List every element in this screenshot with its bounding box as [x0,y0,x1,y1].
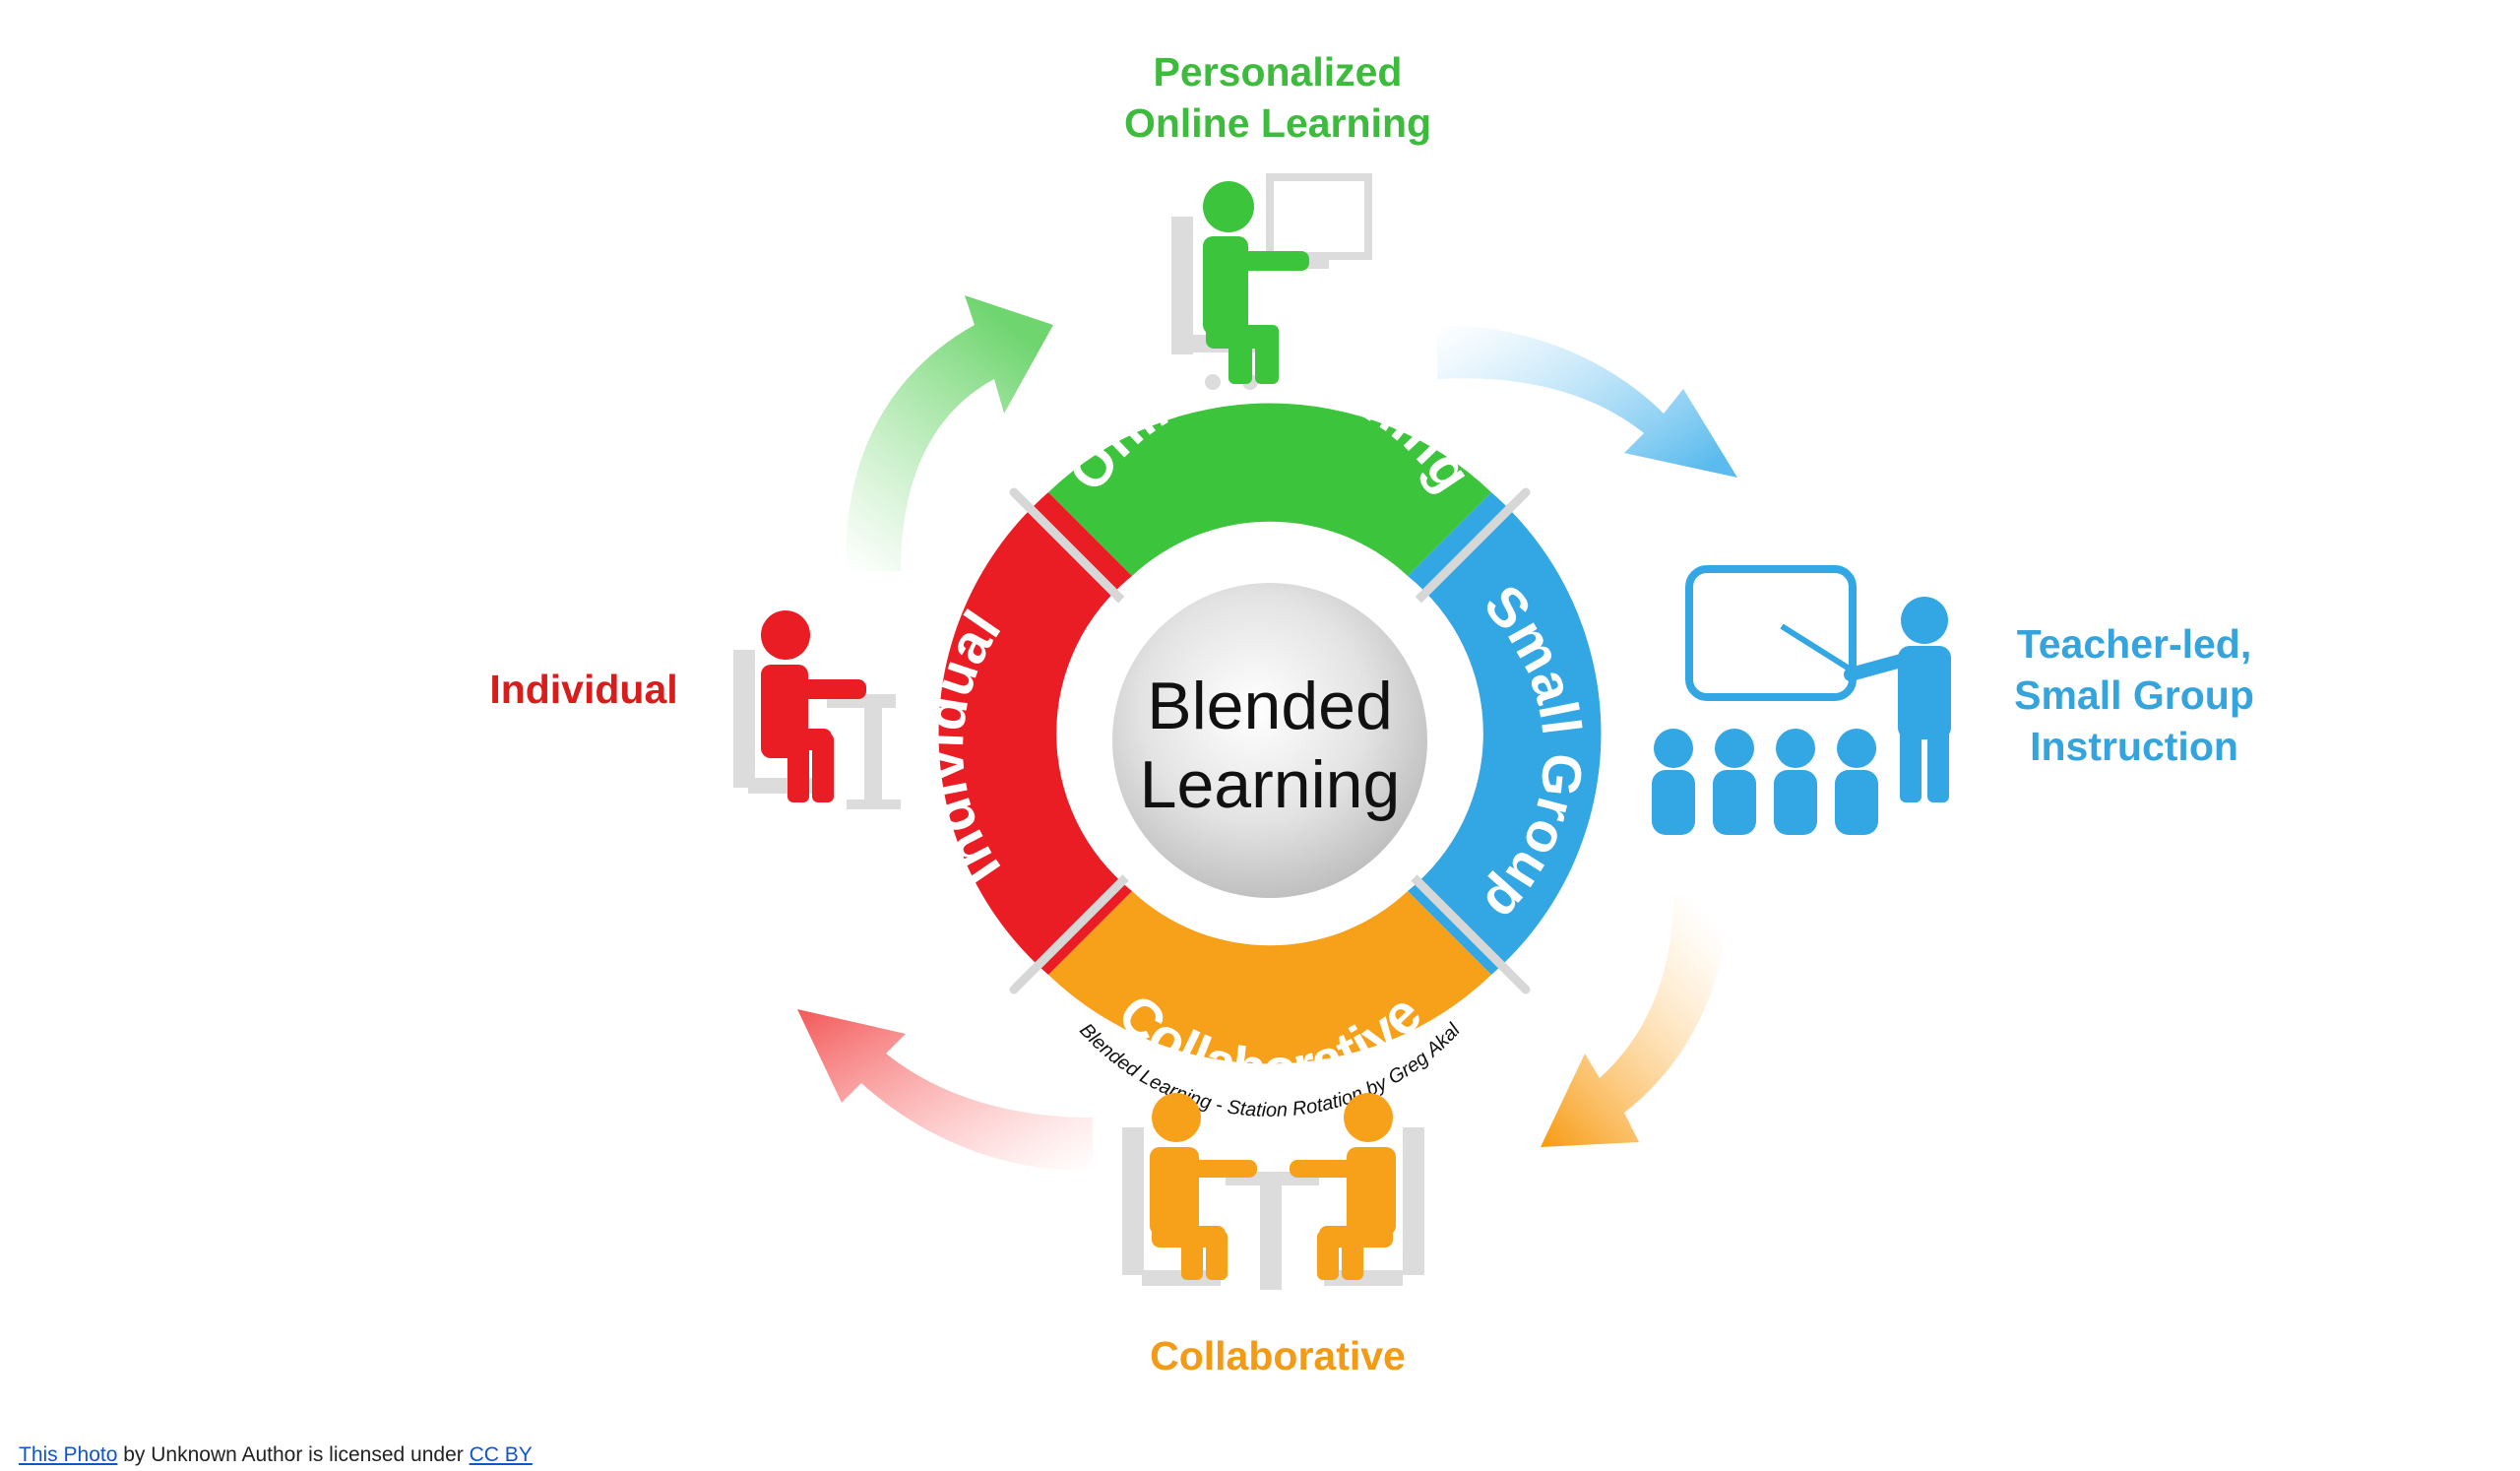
ring-segment-collaborative [1048,891,1491,1064]
ring-dividers [1009,487,1531,994]
computer-learner-icon [1171,173,1372,390]
label-teacher-1: Teacher-led, [2017,621,2252,667]
photo-link[interactable]: This Photo [19,1443,118,1466]
blue-arrow [1437,325,1737,478]
license-link[interactable]: CC BY [469,1443,533,1466]
ring-segment-online [1048,403,1491,576]
green-arrow [846,295,1053,571]
image-credit: This Photo by Unknown Author is licensed… [19,1443,533,1467]
label-teacher-2: Small Group [2014,672,2254,718]
center-line-2: Learning [1140,747,1401,822]
ring [938,403,1602,1064]
label-individual: Individual [489,667,677,712]
collaborative-pair-icon [1122,1093,1424,1290]
label-collaborative: Collaborative [1150,1333,1406,1378]
label-teacher-3: Instruction [2030,724,2238,769]
label-personalized-2: Online Learning [1124,100,1431,146]
teacher-group-icon [1652,565,1951,835]
orange-arrow [1541,896,1728,1147]
center-line-1: Blended [1147,669,1393,743]
ring-segment-small-group [1408,492,1602,975]
ring-segment-individual [938,492,1132,975]
label-personalized-1: Personalized [1154,49,1403,95]
credit-text: by Unknown Author is licensed under [117,1443,470,1466]
individual-desk-icon [733,610,901,809]
cycle-arrows [797,295,1737,1172]
red-arrow [797,1009,1093,1172]
center-disc [1112,583,1427,898]
